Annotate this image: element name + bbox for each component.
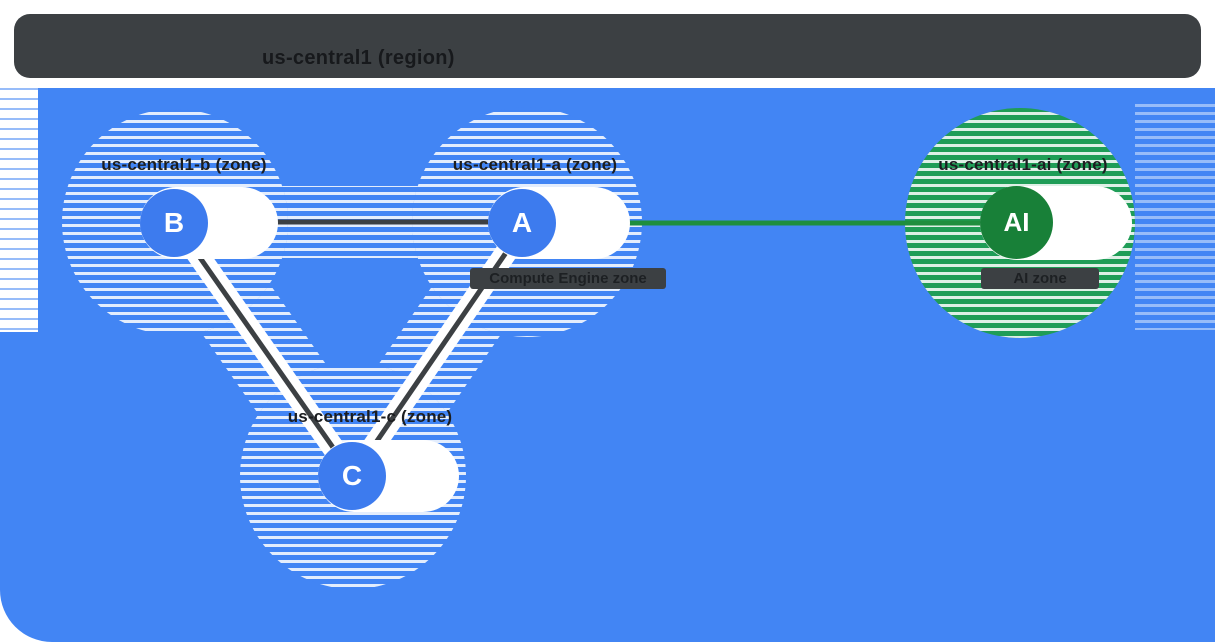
zone-label-ai: us-central1-ai (zone) <box>938 155 1108 174</box>
zone-badge-b: B <box>140 189 208 257</box>
right-edge-hatch <box>1135 100 1215 330</box>
zone-label-c: us-central1-c (zone) <box>287 407 453 426</box>
ai-letter: AI <box>1003 207 1030 237</box>
zone-letter-a: A <box>511 207 533 238</box>
zone-letter-c: C <box>341 460 363 491</box>
zone-badge-a: A <box>488 189 556 257</box>
region-title: us-central1 (region) <box>262 47 455 69</box>
zone-sublabel-ai: AI zone <box>981 268 1099 289</box>
region-header-bar: us-central1 (region) <box>14 14 1201 78</box>
link-a-c <box>350 220 530 478</box>
left-edge-hatch <box>0 88 38 332</box>
zone-sublabel-ai-text: AI zone <box>1013 270 1067 287</box>
zone-sublabel-a: Compute Engine zone <box>470 268 666 289</box>
zone-badge-c: C <box>318 442 386 510</box>
zone-label-a: us-central1-a (zone) <box>452 155 618 174</box>
zone-sublabel-a-text: Compute Engine zone <box>489 270 647 287</box>
zone-label-b: us-central1-b (zone) <box>101 155 267 174</box>
zone-letter-b: B <box>163 207 185 238</box>
link-b-c <box>172 220 356 478</box>
ai-badge: AI <box>980 186 1053 259</box>
